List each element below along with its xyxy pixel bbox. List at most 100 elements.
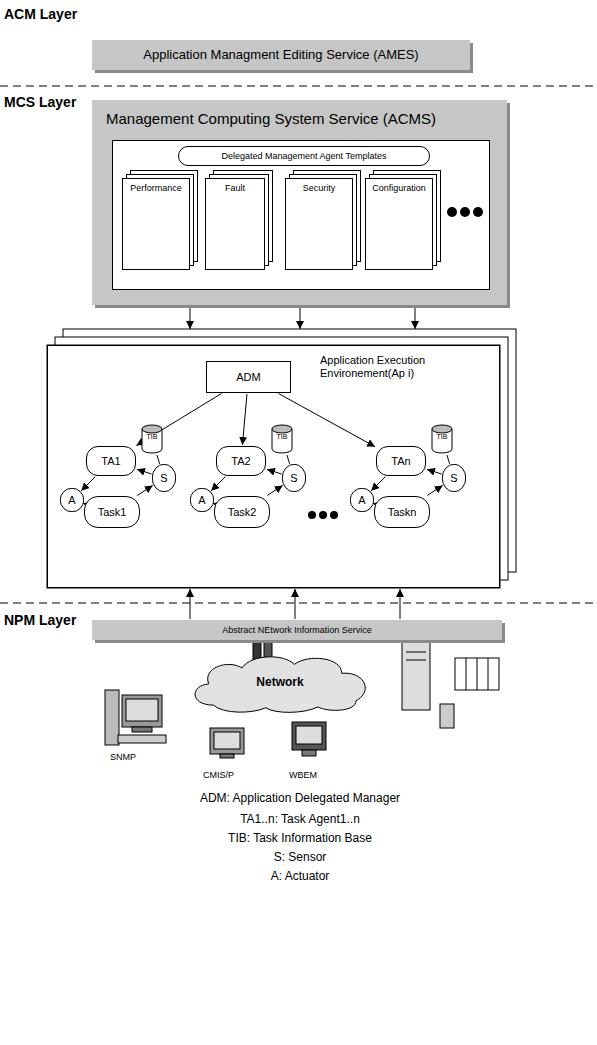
small-device: [440, 704, 454, 728]
monitor-base: [132, 727, 152, 732]
screen: [214, 732, 240, 749]
sensor-circle: S: [152, 464, 176, 492]
device-grid: [488, 658, 489, 690]
circle-outline: [60, 488, 84, 512]
legend-note: ADM: Application Delegated Manager: [150, 792, 450, 806]
dot: [473, 207, 483, 217]
legend-note: A: Actuator: [150, 870, 450, 884]
template-stack: Security: [285, 178, 353, 270]
node-text: TIB: [277, 433, 288, 441]
screen: [126, 699, 158, 721]
layer-label: NPM Layer: [4, 612, 76, 628]
cylinder-top: [272, 425, 292, 433]
dot: [447, 207, 457, 217]
task-box: Task1: [84, 496, 140, 528]
dot: [319, 511, 327, 519]
pc-tower: [105, 690, 119, 745]
node-text: TIB: [437, 433, 448, 441]
node-text: Fault: [225, 183, 245, 193]
arrow-connector: [136, 394, 221, 446]
device: [455, 658, 499, 690]
arrow-connector: [267, 469, 282, 474]
protocol-label: SNMP: [110, 752, 136, 762]
protocol-label: WBEM: [289, 770, 317, 780]
ellipsis-dots: [308, 511, 338, 519]
node-text: S: [450, 472, 457, 485]
dot: [308, 511, 316, 519]
monitor: [210, 728, 244, 754]
template-stack: Fault: [205, 178, 265, 270]
circle-outline: [442, 464, 466, 491]
node-text: Task2: [228, 506, 257, 519]
arrow-connector: [190, 308, 191, 329]
actuator-circle: A: [350, 488, 374, 512]
node-text: Performance: [130, 183, 182, 193]
dot: [460, 207, 470, 217]
cylinder-top: [142, 425, 162, 433]
task-agent: TA1: [86, 446, 136, 476]
node-text: TA1: [101, 455, 120, 468]
layer-label: ACM Layer: [4, 6, 77, 22]
monitor: [122, 695, 162, 727]
arrow-connector: [242, 394, 247, 445]
service-band: Application Managment Editing Service (A…: [92, 40, 470, 70]
node-text: Management Computing System Service (ACM…: [106, 110, 436, 127]
node-text: Application Managment Editing Service (A…: [143, 48, 418, 63]
device-grid: [477, 658, 478, 690]
node-text: Security: [303, 183, 336, 193]
stacked-environments: [47, 329, 516, 588]
arrow-connector: [415, 308, 416, 329]
arrow-connector: [267, 485, 282, 495]
legend-note: S: Sensor: [150, 851, 450, 865]
task-agent: TAn: [376, 446, 426, 476]
circle-outline: [190, 488, 214, 512]
arrow-connector: [81, 477, 95, 491]
actuator-circle: A: [190, 488, 214, 512]
tower-slot: [406, 660, 426, 661]
arrow-connector: [190, 589, 191, 619]
node-text: ADM: [236, 371, 260, 384]
sensor-circle: S: [442, 464, 466, 492]
arrow-connector: [427, 485, 442, 495]
layer-label: MCS Layer: [4, 94, 76, 110]
dot: [330, 511, 338, 519]
arrow-connector: [400, 589, 401, 619]
node-text: Configuration: [372, 183, 426, 193]
arrow-connector: [287, 455, 290, 464]
network-cloud: Network: [185, 652, 375, 714]
network-devices: [105, 640, 499, 758]
node-text: Taskn: [388, 506, 417, 519]
service-panel: Management Computing System Service (ACM…: [92, 100, 507, 305]
template-stack: Configuration: [365, 178, 433, 270]
circle-outline: [350, 488, 374, 512]
keyboard: [118, 735, 166, 743]
cloud-outline: [195, 657, 365, 713]
arrow-connector: [278, 393, 375, 446]
node-text: S: [290, 472, 297, 485]
tower-slot: [406, 652, 426, 653]
info-base-cylinder: TIB: [271, 424, 293, 454]
node-text: A: [68, 494, 75, 507]
circle-outline: [152, 464, 176, 491]
arrow-connector: [371, 477, 385, 491]
arrow-connector: [137, 485, 152, 495]
info-base-cylinder: TIB: [431, 424, 453, 454]
task-agent: TA2: [216, 446, 266, 476]
info-base-cylinder: TIB: [141, 424, 163, 454]
template-stack: Performance: [122, 178, 190, 270]
node-text: A: [358, 494, 365, 507]
circle-outline: [282, 464, 306, 491]
layer-divider: [0, 603, 597, 604]
node-text: Task1: [98, 506, 127, 519]
node-text: Abstract NEtwork Information Service: [222, 625, 372, 635]
node-text: A: [198, 494, 205, 507]
sensor-circle: S: [282, 464, 306, 492]
protocol-label: CMIS/P: [203, 770, 234, 780]
arrow-connector: [137, 469, 152, 474]
screen: [296, 726, 322, 744]
arrow-connector: [295, 589, 296, 619]
execution-environment: Application Execution Environement(Ap i)…: [47, 345, 500, 588]
legend-note: TA1..n: Task Agent1..n: [150, 813, 450, 827]
legend-note: TIB: Task Information Base: [150, 832, 450, 846]
